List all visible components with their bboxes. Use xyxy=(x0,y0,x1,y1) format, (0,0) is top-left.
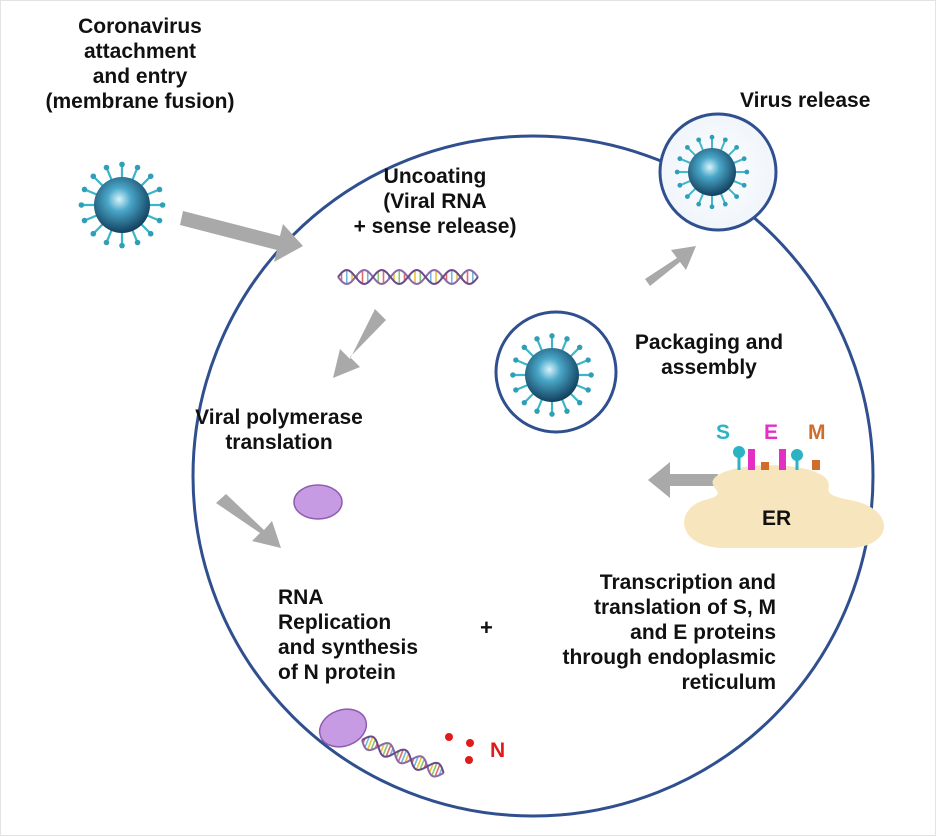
replication-line: RNA xyxy=(278,586,324,609)
uncoating-label: Uncoating (Viral RNA + sense release) xyxy=(330,164,540,239)
transcription-line: Transcription and xyxy=(599,571,776,594)
rna-strand-icon xyxy=(361,735,445,778)
attachment-line: and entry xyxy=(92,65,188,88)
transcription-line: and E proteins xyxy=(630,621,776,644)
rna-strand-icon xyxy=(337,268,479,286)
packaging-line: assembly xyxy=(661,356,757,379)
attachment-line: (membrane fusion) xyxy=(45,90,235,113)
m-protein-label: M xyxy=(808,421,826,444)
protein-icon xyxy=(293,484,343,520)
packaging-line: Packaging and xyxy=(634,331,784,354)
er-label: ER xyxy=(762,507,792,530)
transcription-line: through endoplasmic xyxy=(562,646,776,669)
arrow-icon xyxy=(180,211,303,262)
n-protein-dot xyxy=(466,739,474,747)
er-icon xyxy=(684,465,885,548)
attachment-line: attachment xyxy=(83,40,197,63)
transcription-line: translation of S, M xyxy=(593,596,776,619)
membrane-proteins xyxy=(733,446,820,470)
n-protein-dot xyxy=(445,733,453,741)
replication-line: and synthesis xyxy=(278,636,419,659)
virus-icon xyxy=(78,161,166,249)
s-protein-label: S xyxy=(716,421,731,444)
uncoating-line: (Viral RNA xyxy=(383,190,487,213)
cell-membrane xyxy=(191,134,875,818)
n-protein-label: N xyxy=(490,739,506,762)
attachment-label: Coronavirus attachment and entry (membra… xyxy=(6,14,274,114)
transcription-label: Transcription and translation of S, M an… xyxy=(498,570,776,695)
packaging-label: Packaging and assembly xyxy=(612,330,806,380)
plus-sign: + xyxy=(480,615,493,640)
arrow-icon xyxy=(648,462,718,498)
e-protein-label: E xyxy=(764,421,779,444)
polymerase-line: Viral polymerase xyxy=(195,406,363,429)
replication-line: Replication xyxy=(278,611,392,634)
attachment-line: Coronavirus xyxy=(78,15,202,38)
protein-icon xyxy=(318,708,368,748)
uncoating-line: Uncoating xyxy=(383,165,487,188)
uncoating-line: + sense release) xyxy=(353,215,517,238)
virus-icon xyxy=(510,333,594,417)
arrow-icon xyxy=(333,309,386,378)
virus-icon xyxy=(674,134,750,210)
arrow-icon xyxy=(216,494,281,548)
transcription-line: reticulum xyxy=(681,671,776,694)
arrow-icon xyxy=(645,246,696,286)
release-label: Virus release xyxy=(740,89,871,112)
polymerase-label: Viral polymerase translation xyxy=(168,405,390,455)
polymerase-line: translation xyxy=(225,431,333,454)
replication-label: RNA Replication and synthesis of N prote… xyxy=(278,585,418,685)
replication-line: of N protein xyxy=(278,661,396,684)
n-protein-dot xyxy=(465,756,473,764)
